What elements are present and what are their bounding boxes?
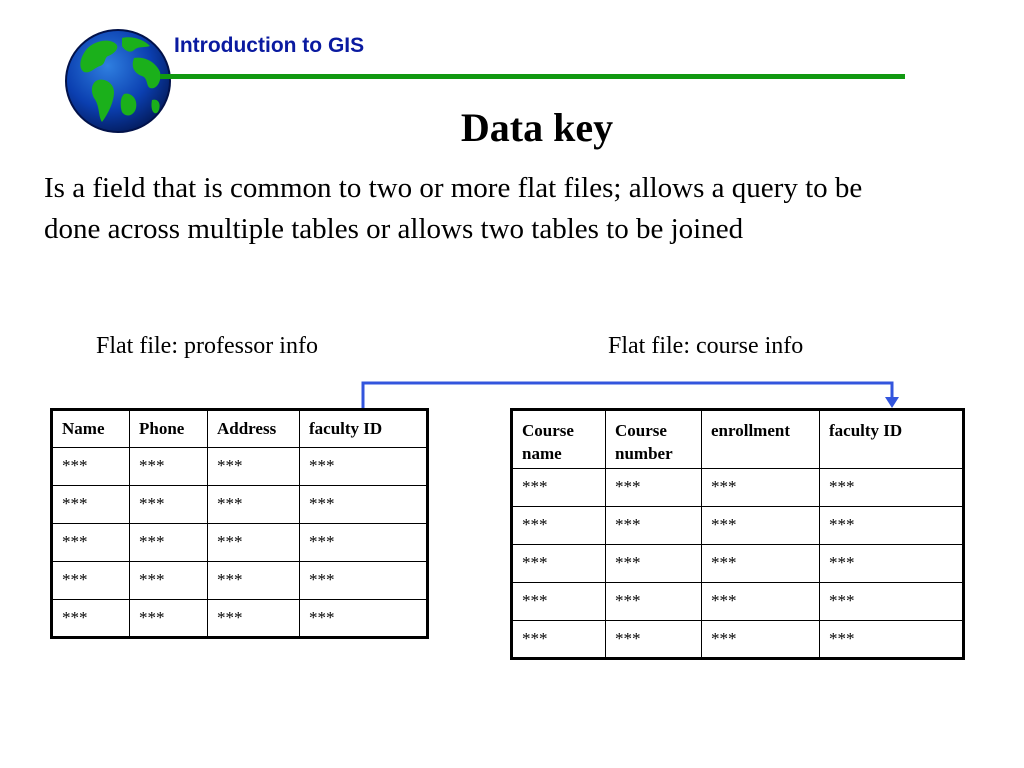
- table-row: *** *** *** ***: [511, 468, 964, 507]
- table-header-row: Name Phone Address faculty ID: [51, 409, 428, 448]
- table-cell: ***: [819, 582, 964, 621]
- table-cell: ***: [51, 447, 130, 486]
- table-cell: ***: [701, 506, 820, 545]
- table-cell: ***: [299, 561, 428, 600]
- column-header: Course name: [511, 409, 606, 469]
- column-header: faculty ID: [299, 409, 428, 448]
- table-cell: ***: [701, 582, 820, 621]
- table-cell: ***: [299, 485, 428, 524]
- column-header: Course number: [605, 409, 702, 469]
- table-cell: ***: [605, 544, 702, 583]
- slide-title: Data key: [460, 105, 614, 150]
- table-cell: ***: [605, 506, 702, 545]
- course-table-caption: Flat file: course info: [608, 333, 804, 359]
- table-row: *** *** *** ***: [51, 485, 428, 524]
- table-row: *** *** *** ***: [511, 506, 964, 545]
- table-row: *** *** *** ***: [511, 620, 964, 659]
- table-cell: ***: [207, 523, 300, 562]
- table-cell: ***: [511, 620, 606, 659]
- table-cell: ***: [129, 485, 208, 524]
- table-cell: ***: [605, 468, 702, 507]
- professor-info-table: Name Phone Address faculty ID *** *** **…: [50, 408, 429, 639]
- table-row: *** *** *** ***: [51, 523, 428, 562]
- header-title: Introduction to GIS: [174, 34, 365, 57]
- table-cell: ***: [51, 523, 130, 562]
- table-cell: ***: [129, 523, 208, 562]
- table-cell: ***: [701, 468, 820, 507]
- column-header: faculty ID: [819, 409, 964, 469]
- table-cell: ***: [511, 468, 606, 507]
- table-cell: ***: [819, 544, 964, 583]
- table-cell: ***: [129, 447, 208, 486]
- table-row: *** *** *** ***: [51, 447, 428, 486]
- table-header-row: Course name Course number enrollment fac…: [511, 409, 964, 469]
- table-cell: ***: [819, 468, 964, 507]
- table-cell: ***: [51, 485, 130, 524]
- table-cell: ***: [51, 599, 130, 638]
- table-cell: ***: [605, 620, 702, 659]
- table-cell: ***: [299, 447, 428, 486]
- header-divider: [160, 74, 905, 79]
- column-header: enrollment: [701, 409, 820, 469]
- table-cell: ***: [207, 447, 300, 486]
- table-cell: ***: [51, 561, 130, 600]
- table-cell: ***: [819, 620, 964, 659]
- table-cell: ***: [129, 599, 208, 638]
- table-cell: ***: [511, 582, 606, 621]
- table-cell: ***: [701, 620, 820, 659]
- course-info-table: Course name Course number enrollment fac…: [510, 408, 965, 660]
- table-cell: ***: [605, 582, 702, 621]
- table-cell: ***: [511, 544, 606, 583]
- table-row: *** *** *** ***: [511, 582, 964, 621]
- table-cell: ***: [207, 599, 300, 638]
- globe-icon: [65, 29, 171, 133]
- table-cell: ***: [819, 506, 964, 545]
- table-cell: ***: [129, 561, 208, 600]
- table-row: *** *** *** ***: [511, 544, 964, 583]
- column-header: Name: [51, 409, 130, 448]
- table-cell: ***: [207, 485, 300, 524]
- table-cell: ***: [299, 523, 428, 562]
- column-header: Phone: [129, 409, 208, 448]
- table-cell: ***: [207, 561, 300, 600]
- column-header: Address: [207, 409, 300, 448]
- table-cell: ***: [299, 599, 428, 638]
- table-row: *** *** *** ***: [51, 561, 428, 600]
- table-row: *** *** *** ***: [51, 599, 428, 638]
- definition-text: Is a field that is common to two or more…: [44, 172, 863, 245]
- professor-table-caption: Flat file: professor info: [96, 333, 318, 359]
- table-cell: ***: [511, 506, 606, 545]
- table-cell: ***: [701, 544, 820, 583]
